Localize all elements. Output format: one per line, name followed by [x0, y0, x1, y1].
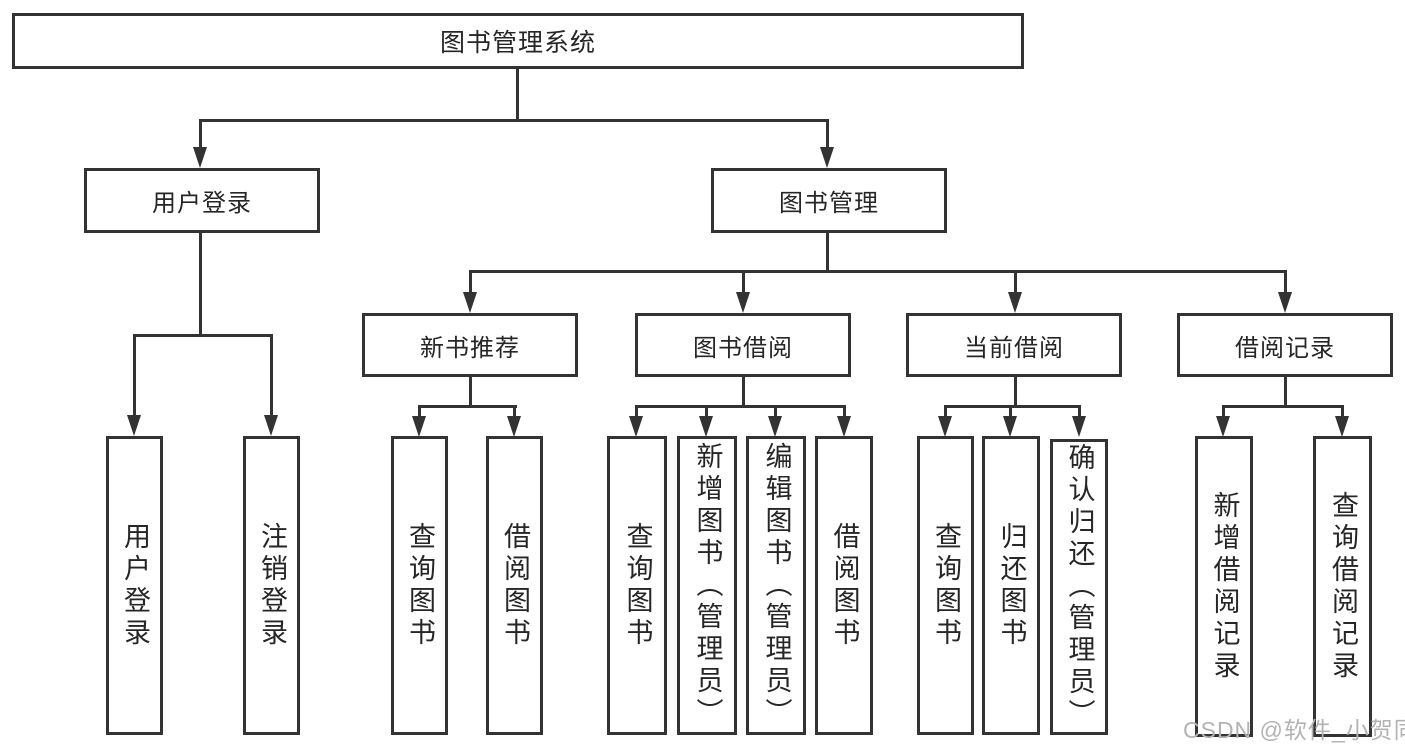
arrow-down-icon	[1008, 292, 1022, 313]
arrow-down-icon	[736, 292, 750, 313]
arrow-down-icon	[507, 416, 521, 437]
arrow-down-icon	[1216, 416, 1230, 437]
arrow-down-icon	[699, 416, 713, 437]
leaf-label: 查询图书	[622, 521, 653, 650]
connector-line	[199, 119, 829, 122]
arrow-down-icon	[463, 292, 477, 313]
node-book-borrow: 图书借阅	[635, 313, 851, 377]
connector-line	[469, 273, 472, 293]
arrow-down-icon	[768, 416, 782, 437]
arrow-down-icon	[938, 416, 952, 437]
connector-line	[843, 408, 846, 417]
leaf-label: 注销登录	[257, 521, 287, 650]
connector-line	[742, 377, 745, 405]
leaf-label: 查询借阅记录	[1328, 490, 1358, 683]
node-new-book-recommend: 新书推荐	[362, 313, 578, 377]
leaf-edit-books-admin: 编辑图书（管理员）	[746, 436, 806, 735]
leaf-borrow-books-1: 借阅图书	[486, 436, 543, 735]
arrow-down-icon	[264, 415, 278, 436]
connector-line	[133, 334, 273, 337]
node-root: 图书管理系统	[12, 13, 1024, 69]
leaf-query-books-2: 查询图书	[607, 436, 667, 735]
leaf-label: 新增借阅记录	[1209, 490, 1240, 683]
connector-line	[418, 405, 517, 408]
leaf-label: 确认归还（管理员）	[1064, 443, 1095, 731]
connector-line	[133, 337, 136, 415]
leaf-label: 借阅图书	[500, 521, 530, 650]
arrow-down-icon	[1003, 416, 1017, 437]
leaf-label: 归还图书	[996, 521, 1027, 650]
connector-line	[1014, 273, 1017, 293]
connector-line	[635, 408, 638, 417]
arrow-down-icon	[837, 416, 851, 437]
leaf-add-books-admin: 新增图书（管理员）	[677, 436, 737, 735]
leaf-label: 借阅图书	[829, 521, 860, 650]
arrow-down-icon	[1278, 292, 1292, 313]
leaf-logout: 注销登录	[243, 436, 300, 735]
connector-line	[635, 405, 846, 408]
connector-line	[944, 408, 947, 417]
connector-line	[1284, 273, 1287, 293]
arrow-down-icon	[1335, 416, 1349, 437]
connector-line	[1014, 377, 1017, 405]
connector-line	[199, 233, 202, 334]
leaf-label: 编辑图书（管理员）	[761, 441, 792, 730]
connector-line	[1222, 405, 1344, 408]
leaf-borrow-books-2: 借阅图书	[815, 436, 873, 735]
connector-line	[944, 405, 1081, 408]
leaf-query-books-1: 查询图书	[391, 436, 448, 735]
leaf-label: 查询图书	[405, 521, 435, 650]
leaf-query-borrow-record: 查询借阅记录	[1313, 436, 1372, 737]
arrow-down-icon	[629, 416, 643, 437]
leaf-confirm-return-admin: 确认归还（管理员）	[1050, 439, 1108, 735]
leaf-add-borrow-record: 新增借阅记录	[1195, 436, 1253, 737]
arrow-down-icon	[1072, 416, 1086, 437]
node-user-login: 用户登录	[84, 168, 320, 233]
leaf-label: 用户登录	[120, 521, 150, 650]
node-book-management: 图书管理	[711, 168, 947, 233]
leaf-label: 查询图书	[931, 521, 961, 650]
leaf-user-login: 用户登录	[106, 436, 163, 735]
connector-line	[516, 69, 519, 119]
connector-line	[774, 408, 777, 417]
arrow-down-icon	[193, 147, 207, 168]
connector-line	[1222, 408, 1225, 417]
leaf-query-books-3: 查询图书	[917, 436, 974, 735]
connector-line	[469, 270, 1287, 273]
connector-line	[826, 233, 829, 270]
connector-line	[1009, 408, 1012, 417]
connector-line	[1284, 377, 1287, 405]
connector-line	[270, 337, 273, 415]
connector-line	[418, 408, 421, 417]
csdn-watermark: CSDN @软件_小贺同学	[1183, 717, 1405, 743]
arrow-down-icon	[820, 147, 834, 168]
arrow-down-icon	[127, 415, 141, 436]
connector-line	[826, 122, 829, 148]
connector-line	[705, 408, 708, 417]
connector-line	[469, 377, 472, 405]
connector-line	[513, 408, 516, 417]
leaf-return-books: 归还图书	[982, 436, 1040, 735]
connector-line	[199, 122, 202, 148]
node-current-borrow: 当前借阅	[906, 313, 1122, 377]
node-borrow-records: 借阅记录	[1177, 313, 1393, 377]
arrow-down-icon	[412, 416, 426, 437]
connector-line	[742, 273, 745, 293]
leaf-label: 新增图书（管理员）	[692, 441, 723, 730]
connector-line	[1341, 408, 1344, 417]
connector-line	[1078, 408, 1081, 417]
